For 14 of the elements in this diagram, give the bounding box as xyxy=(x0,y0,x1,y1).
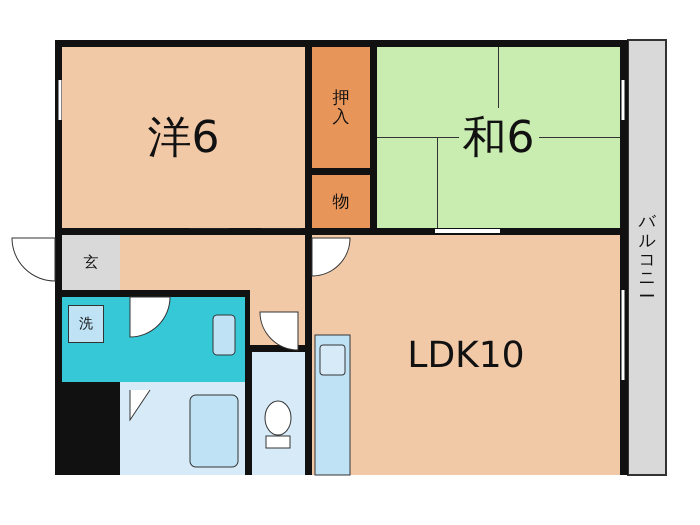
room-label: バルコニー xyxy=(638,213,656,307)
room xyxy=(312,235,620,475)
room xyxy=(312,175,370,228)
room-label: 押入 xyxy=(332,88,350,126)
room-label: 物 xyxy=(332,191,350,213)
room-label: LDK10 xyxy=(407,334,525,376)
room-label: 玄 xyxy=(84,253,98,272)
room-label: 洋6 xyxy=(148,111,220,165)
room xyxy=(377,47,620,228)
room xyxy=(312,47,370,168)
room-label: 洗 xyxy=(79,315,93,333)
room xyxy=(62,235,120,290)
sink-fixture xyxy=(68,305,104,343)
room xyxy=(62,47,305,228)
